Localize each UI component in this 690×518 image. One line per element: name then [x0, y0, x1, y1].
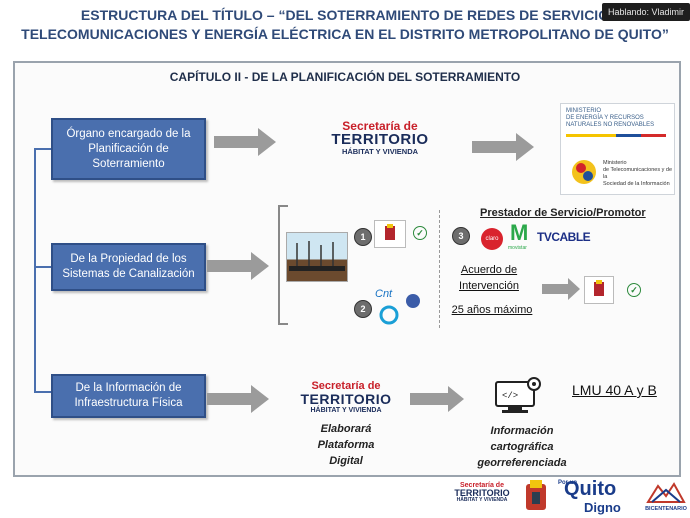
elaborara-text: Elaborará Plataforma Digital: [296, 421, 396, 469]
footer-sec-line3: HÁBITAT Y VIVIENDA: [456, 497, 508, 503]
ministerio-line1: MINISTERIO: [566, 108, 602, 114]
pipes-image: [286, 232, 348, 282]
ministerio-sub2: de Telecomunicaciones y de la: [603, 167, 672, 180]
secretaria-line1: Secretaría de: [342, 119, 418, 133]
emblem-icon: [572, 160, 596, 184]
quito-digno: Digno: [584, 500, 621, 515]
bracket-left: [278, 205, 288, 325]
computer-gear-icon: </>: [495, 377, 541, 413]
row-box-propiedad: De la Propiedad de los Sistemas de Canal…: [51, 243, 206, 291]
cnt-logo-icon: Cnt: [375, 288, 420, 325]
row-box-informacion: De la Información de Infraestructura Fís…: [51, 374, 206, 418]
dashed-divider: [439, 210, 440, 328]
check-icon: ✓: [627, 283, 641, 297]
quito-digno-logo: Por un Quito Digno: [558, 478, 634, 516]
ministerio-line2: DE ENERGÍA Y RECURSOS: [566, 115, 644, 121]
ministerio-logos: MINISTERIO DE ENERGÍA Y RECURSOS NATURAL…: [560, 103, 675, 195]
secretaria-logo-2: Secretaría de TERRITORIO HÁBITAT Y VIVIE…: [296, 380, 396, 415]
number-badge-2: 2: [354, 300, 372, 318]
lmu-text: LMU 40 A y B: [572, 382, 657, 398]
arrow-right-icon: [207, 252, 269, 280]
info-carto-text: Información cartográfica georreferenciad…: [462, 423, 582, 471]
ministerio-sub3: Sociedad de la Información: [603, 181, 670, 187]
svg-text:Cnt: Cnt: [375, 288, 393, 300]
secretaria-line2: TERRITORIO: [300, 391, 392, 407]
footer-sec-line1: Secretaría de: [460, 482, 504, 489]
footer-secretaria-logo: Secretaría de TERRITORIO HÁBITAT Y VIVIE…: [450, 482, 514, 503]
elaborara-line3: Digital: [329, 455, 363, 467]
elaborara-line2: Plataforma: [317, 439, 375, 451]
flag-stripe: [566, 134, 666, 137]
arrow-right-icon: [542, 278, 580, 300]
speaker-indicator: Hablando: Vladimir: [601, 3, 690, 21]
acuerdo-line1: Acuerdo de: [460, 264, 518, 276]
quito-por: Por un: [558, 480, 577, 486]
claro-logo: claro: [481, 228, 503, 250]
crest-icon: [385, 224, 395, 240]
secretaria-line1: Secretaría de: [311, 380, 381, 392]
quito-crest-box: [374, 220, 406, 248]
secretaria-line3: HÁBITAT Y VIVIENDA: [310, 407, 382, 414]
acuerdo-line2: Intervención: [459, 280, 519, 292]
connector-h2: [34, 266, 52, 268]
info-line3: georreferenciada: [477, 457, 567, 469]
quito-word: Quito: [564, 478, 617, 500]
secretaria-line2: TERRITORIO: [331, 131, 429, 148]
number-badge-3: 3: [452, 227, 470, 245]
title-line-2: TELECOMUNICACIONES Y ENERGÍA ELÉCTRICA E…: [21, 26, 669, 42]
row-label-propiedad: De la Propiedad de los Sistemas de Canal…: [62, 253, 195, 280]
info-line1: Información: [490, 425, 554, 437]
crest-icon: [594, 280, 604, 296]
bicentenario-text: BICENTENARIO: [645, 506, 687, 512]
arrow-right-icon: [472, 133, 534, 161]
ministerio-line3: NATURALES NO RENOVABLES: [566, 122, 655, 128]
movistar-sub: movistar: [508, 245, 527, 251]
tvcable-logo: TVCABLE: [537, 230, 591, 244]
quito-crest-box-2: [584, 276, 614, 304]
ministerio-sub1: Ministerio: [603, 160, 627, 166]
title-line-1: ESTRUCTURA DEL TÍTULO – “DEL SOTERRAMIEN…: [80, 7, 610, 23]
svg-text:</>: </>: [502, 391, 518, 401]
quito-crest-icon: [526, 480, 546, 510]
info-line2: cartográfica: [490, 441, 554, 453]
movistar-logo: M: [510, 220, 529, 245]
connector-h1: [34, 148, 52, 150]
prestador-title: Prestador de Servicio/Promotor: [480, 207, 646, 219]
pipes-icon: [289, 241, 345, 271]
footer-sec-line2: TERRITORIO: [454, 488, 510, 498]
row-label-informacion: De la Información de Infraestructura Fís…: [74, 382, 183, 409]
arrow-right-icon: [214, 128, 276, 156]
number-badge-1: 1: [354, 228, 372, 246]
elaborara-line1: Elaborará: [320, 423, 372, 435]
anos-maximo: 25 años máximo: [451, 304, 533, 316]
arrow-right-icon: [207, 385, 269, 413]
connector-vertical: [34, 148, 36, 392]
connector-h3: [34, 391, 52, 393]
row-label-organo: Órgano encargado de la Planificación de …: [66, 127, 191, 170]
check-icon: ✓: [413, 226, 427, 240]
secretaria-line3: HÁBITAT Y VIVIENDA: [341, 147, 419, 156]
arrow-right-icon: [410, 386, 464, 412]
row-box-organo: Órgano encargado de la Planificación de …: [51, 118, 206, 180]
bicentenario-icon: [646, 482, 686, 503]
secretaria-logo: Secretaría de TERRITORIO HÁBITAT Y VIVIE…: [330, 120, 430, 156]
chapter-title: CAPÍTULO II - DE LA PLANIFICACIÓN DEL SO…: [169, 70, 521, 84]
